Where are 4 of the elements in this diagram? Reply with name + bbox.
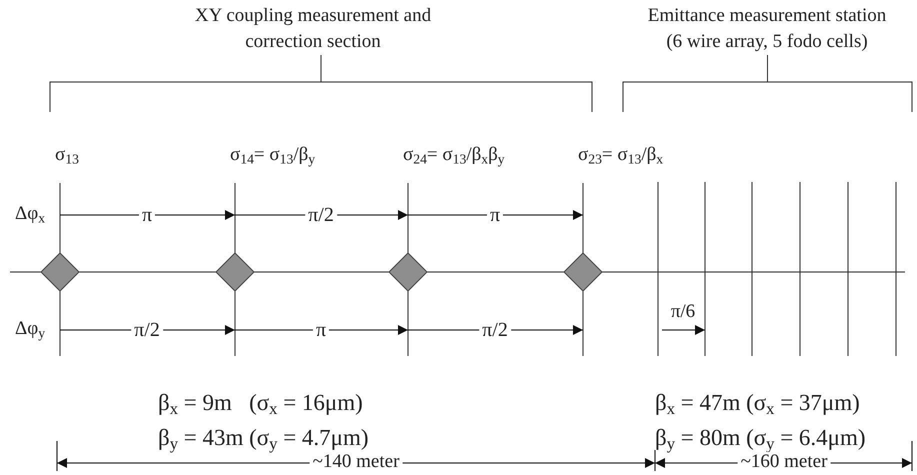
diamond-marker	[41, 253, 79, 291]
diamond-marker	[389, 253, 427, 291]
diamond-marker	[564, 253, 602, 291]
diamond-marker	[216, 253, 254, 291]
